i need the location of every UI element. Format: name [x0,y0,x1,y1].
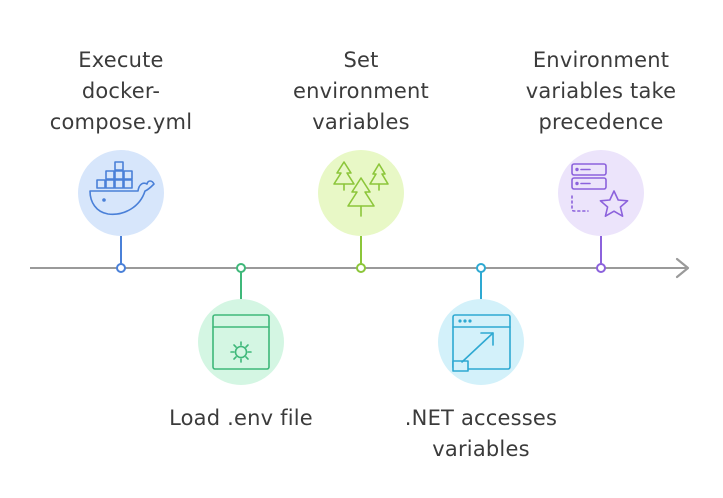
step-4-node [476,263,486,273]
window-external-arrow-icon [452,314,511,372]
step-3-node [356,263,366,273]
server-star-icon [571,163,629,217]
pine-trees-icon [333,161,389,217]
step-1 [78,150,164,273]
app-window-gear-icon [212,314,270,370]
timeline-arrowhead-icon [675,257,690,279]
docker-whale-icon [89,161,155,216]
step-1-node [116,263,126,273]
step-1-icon-circle [78,150,164,236]
step-1-label: Execute docker- compose.yml [49,48,193,134]
step-5-icon-circle [558,150,644,236]
step-3 [318,150,404,273]
step-2 [198,263,284,385]
step-5 [558,150,644,273]
step-4-label: .NET accesses variables [404,406,558,461]
step-2-node [236,263,246,273]
step-3-label: Set environment variables [293,48,429,134]
step-4-icon-circle [438,299,524,385]
step-4 [438,263,524,385]
step-5-node [596,263,606,273]
step-5-label: Environment variables take precedence [525,48,677,134]
step-3-icon-circle [318,150,404,236]
step-2-label: Load .env file [169,406,313,430]
